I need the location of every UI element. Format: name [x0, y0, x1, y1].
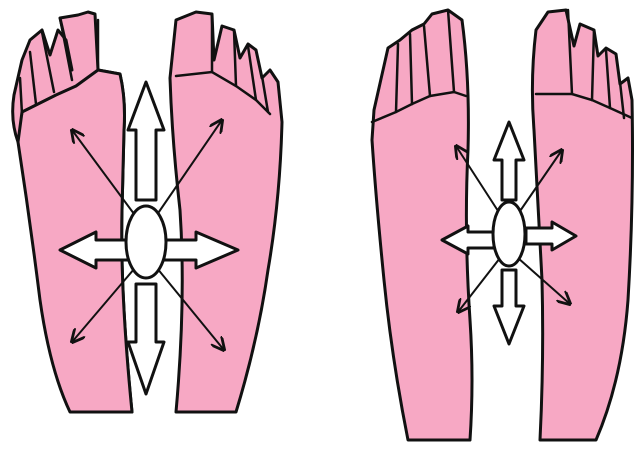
center-oval-icon-2 [493, 202, 525, 266]
left-foot-sole-icon [13, 12, 132, 412]
block-arrow-down [128, 284, 164, 394]
block-arrow-up-2 [494, 122, 524, 200]
right-foot-sole-icon-2 [532, 10, 632, 440]
block-arrow-up [128, 82, 164, 200]
left-diagram [13, 12, 282, 412]
right-foot-sole-icon [170, 12, 282, 412]
block-arrow-down-2 [494, 270, 524, 344]
right-diagram [372, 10, 633, 440]
left-foot-sole-icon-2 [372, 10, 472, 440]
center-oval-icon [126, 206, 166, 278]
